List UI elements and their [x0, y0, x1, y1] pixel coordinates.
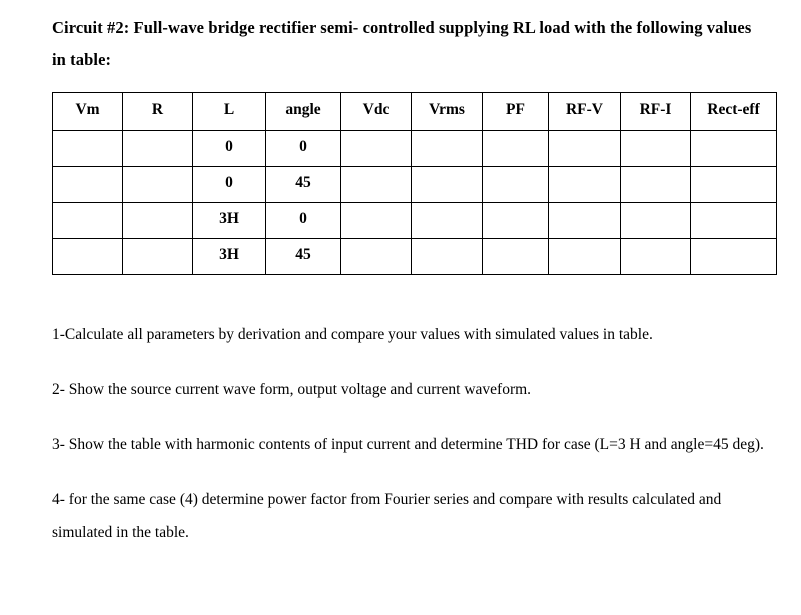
question-item-q1: 1-Calculate all parameters by derivation… — [52, 326, 653, 343]
table-header-r: R — [122, 92, 193, 131]
table-header-rfi: RF-I — [620, 92, 691, 131]
table-cell-pf[interactable] — [482, 202, 549, 239]
table-cell-recteff[interactable] — [690, 238, 777, 275]
table-cell-l[interactable]: 3H — [192, 238, 266, 275]
table-cell-rfi[interactable] — [620, 238, 691, 275]
table-cell-recteff[interactable] — [690, 166, 777, 203]
table-cell-vrms[interactable] — [411, 130, 483, 167]
table-header-pf: PF — [482, 92, 549, 131]
table-cell-angle[interactable]: 45 — [265, 166, 341, 203]
table-cell-r[interactable] — [122, 202, 193, 239]
table-cell-vm[interactable] — [52, 130, 123, 167]
table-cell-rfv[interactable] — [548, 166, 621, 203]
table-cell-vrms[interactable] — [411, 202, 483, 239]
table-cell-vdc[interactable] — [340, 202, 412, 239]
table-header-vm: Vm — [52, 92, 123, 131]
table-cell-pf[interactable] — [482, 238, 549, 275]
question-item-q4: 4- for the same case (4) determine power… — [52, 491, 722, 541]
table-cell-rfi[interactable] — [620, 202, 691, 239]
question-list: 1-Calculate all parameters by derivation… — [52, 318, 764, 549]
table-cell-vdc[interactable] — [340, 238, 412, 275]
table-cell-r[interactable] — [122, 166, 193, 203]
table-cell-rfv[interactable] — [548, 238, 621, 275]
table-header-recteff: Rect-eff — [690, 92, 777, 131]
table-cell-angle[interactable]: 0 — [265, 130, 341, 167]
table-cell-angle[interactable]: 0 — [265, 202, 341, 239]
table-cell-pf[interactable] — [482, 166, 549, 203]
table-cell-vrms[interactable] — [411, 238, 483, 275]
page-title: Circuit #2: Full-wave bridge rectifier s… — [52, 18, 752, 69]
table-cell-rfv[interactable] — [548, 202, 621, 239]
table-header-angle: angle — [265, 92, 341, 131]
table-cell-angle[interactable]: 45 — [265, 238, 341, 275]
question-item-q2: 2- Show the source current wave form, ou… — [52, 381, 532, 398]
table-cell-vdc[interactable] — [340, 130, 412, 167]
table-cell-l[interactable]: 3H — [192, 202, 266, 239]
table-cell-l[interactable]: 0 — [192, 166, 266, 203]
table-cell-vm[interactable] — [52, 202, 123, 239]
table-cell-r[interactable] — [122, 130, 193, 167]
table-header-vdc: Vdc — [340, 92, 412, 131]
table-cell-vm[interactable] — [52, 238, 123, 275]
table-cell-recteff[interactable] — [690, 130, 777, 167]
table-header-vrms: Vrms — [411, 92, 483, 131]
question-item-q3: 3- Show the table with harmonic contents… — [52, 436, 764, 453]
table-cell-l[interactable]: 0 — [192, 130, 266, 167]
table-cell-rfi[interactable] — [620, 130, 691, 167]
table-cell-recteff[interactable] — [690, 202, 777, 239]
table-cell-vm[interactable] — [52, 166, 123, 203]
table-header-l: L — [192, 92, 266, 131]
table-cell-vdc[interactable] — [340, 166, 412, 203]
table-cell-vrms[interactable] — [411, 166, 483, 203]
table-cell-rfi[interactable] — [620, 166, 691, 203]
table-cell-rfv[interactable] — [548, 130, 621, 167]
table-cell-r[interactable] — [122, 238, 193, 275]
table-header-rfv: RF-V — [548, 92, 621, 131]
table-cell-pf[interactable] — [482, 130, 549, 167]
